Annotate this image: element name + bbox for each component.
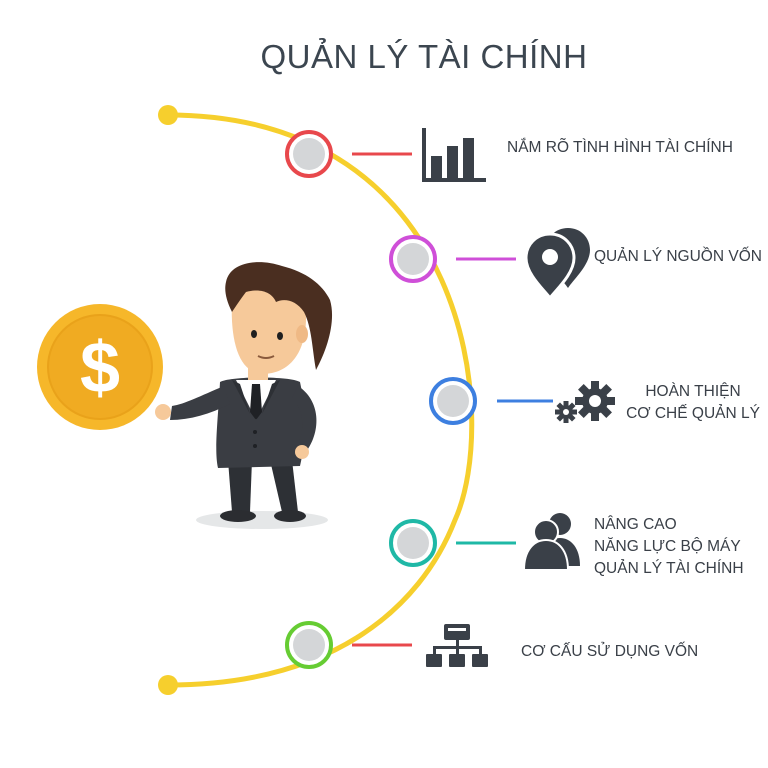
node-3 xyxy=(429,377,477,425)
org-chart-icon xyxy=(426,624,488,667)
bar-chart-icon xyxy=(422,128,486,182)
arc-start-dot xyxy=(158,105,178,125)
item-4-line-1: NÂNG CAO xyxy=(594,516,677,533)
users-icon xyxy=(522,513,580,571)
item-4-line-3: QUẢN LÝ TÀI CHÍNH xyxy=(594,560,744,577)
coin-symbol: $ xyxy=(80,328,120,408)
item-label-4: NÂNG CAO NĂNG LỰC BỘ MÁY QUẢN LÝ TÀI CHÍ… xyxy=(594,514,744,580)
item-label-5: CƠ CẤU SỬ DỤNG VỐN xyxy=(521,641,698,663)
item-4-line-2: NĂNG LỰC BỘ MÁY xyxy=(594,538,741,555)
businessman-illustration xyxy=(155,262,333,529)
location-pins-icon xyxy=(524,228,590,301)
node-2 xyxy=(389,235,437,283)
item-5-line-1: CƠ CẤU SỬ DỤNG VỐN xyxy=(521,643,699,660)
item-2-line-1: QUẢN LÝ NGUỒN VỐN xyxy=(594,248,762,265)
item-label-1: NẮM RÕ TÌNH HÌNH TÀI CHÍNH xyxy=(507,137,733,159)
item-label-2: QUẢN LÝ NGUỒN VỐN xyxy=(594,246,762,268)
node-1 xyxy=(285,130,333,178)
item-1-line-1: NẮM RÕ TÌNH HÌNH TÀI CHÍNH xyxy=(507,139,733,156)
item-3-line-1: HOÀN THIỆN xyxy=(645,383,741,400)
gears-icon xyxy=(555,381,615,423)
page-title: QUẢN LÝ TÀI CHÍNH xyxy=(260,38,588,75)
item-label-3: HOÀN THIỆN CƠ CHẾ QUẢN LÝ xyxy=(608,381,768,425)
node-5 xyxy=(285,621,333,669)
item-3-line-2: CƠ CHẾ QUẢN LÝ xyxy=(626,405,760,422)
coin: $ xyxy=(37,304,163,430)
node-4 xyxy=(389,519,437,567)
arc-end-dot xyxy=(158,675,178,695)
